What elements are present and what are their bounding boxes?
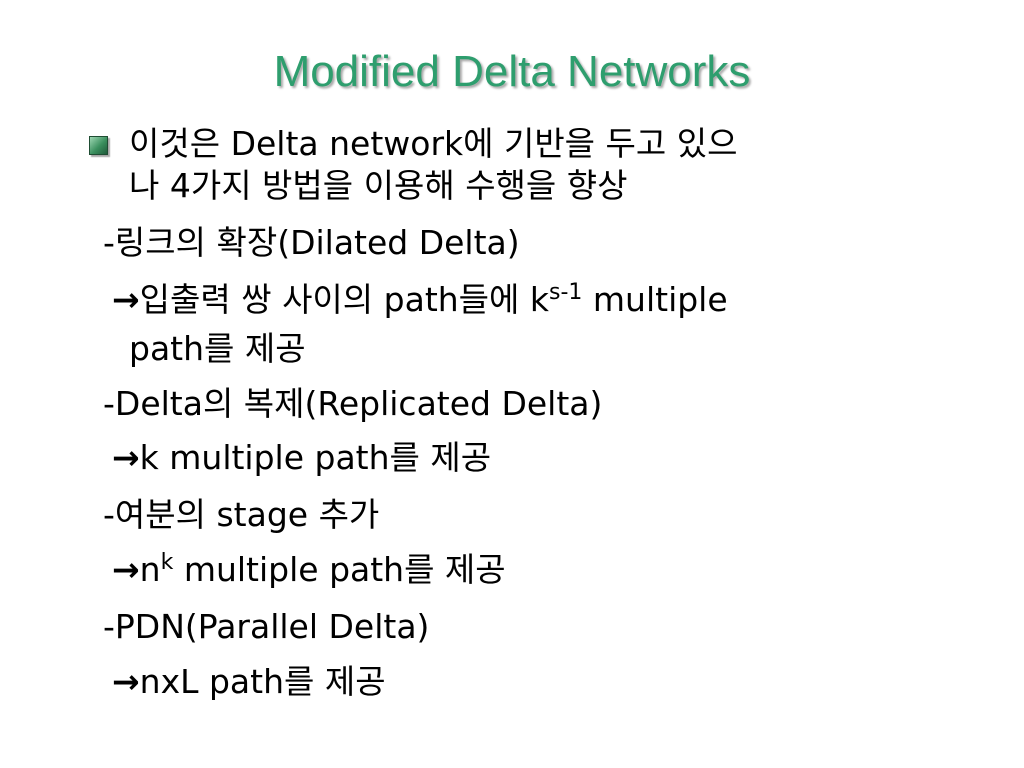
detail-replicated: →k multiple path를 제공 (112, 438, 491, 478)
bullet-text-line1: 이것은 Delta network에 기반을 두고 있으 (129, 124, 738, 163)
detail-parallel: →nxL path를 제공 (112, 662, 386, 702)
item-replicated-delta: -Delta의 복제(Replicated Delta) (103, 384, 603, 423)
detail-dilated-exponent: s-1 (549, 280, 583, 305)
detail-dilated: →입출력 쌍 사이의 path들에 ks-1 multiple (112, 280, 728, 320)
detail-dilated-line2: path를 제공 (129, 329, 306, 368)
item-parallel-delta: -PDN(Parallel Delta) (103, 607, 430, 646)
right-arrow-icon: → (112, 550, 140, 589)
detail-extra-stage: →nk multiple path를 제공 (112, 550, 506, 590)
detail-extra-stage-exponent: k (160, 550, 174, 575)
detail-dilated-text-end: multiple (582, 280, 728, 319)
item-dilated-delta: -링크의 확장(Dilated Delta) (103, 223, 520, 262)
item-extra-stage: -여분의 stage 추가 (103, 495, 380, 534)
detail-dilated-text: 입출력 쌍 사이의 path들에 k (139, 280, 549, 319)
right-arrow-icon: → (112, 662, 140, 701)
right-arrow-icon: → (112, 280, 140, 319)
detail-extra-stage-text: multiple path를 제공 (173, 550, 506, 589)
detail-parallel-text: nxL path를 제공 (139, 662, 386, 701)
right-arrow-icon: → (112, 438, 140, 477)
detail-extra-stage-base: n (139, 550, 161, 589)
bullet-text-line2: 나 4가지 방법을 이용해 수행을 향상 (129, 166, 628, 205)
slide-title: Modified Delta Networks (273, 47, 751, 96)
square-bullet-icon (89, 136, 108, 155)
detail-replicated-text: k multiple path를 제공 (139, 438, 492, 477)
